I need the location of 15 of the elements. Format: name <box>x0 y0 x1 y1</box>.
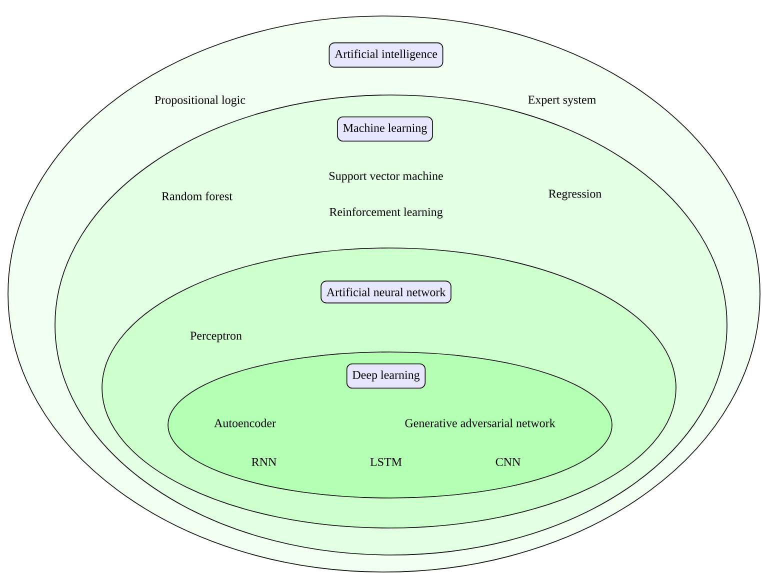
term-label: RNN <box>252 458 276 466</box>
term-label: Autoencoder <box>214 418 276 428</box>
term-label: Propositional logic <box>154 96 246 106</box>
term-label: Reinforcement learning <box>330 207 443 219</box>
term-label: Regression <box>548 190 602 200</box>
term-label: Support vector machine <box>329 172 443 182</box>
term-label: CNN <box>496 458 520 466</box>
heading-box: Machine learning <box>337 116 433 142</box>
heading-box: Artificial intelligence <box>328 42 444 68</box>
term-label: Expert system <box>528 96 596 106</box>
term-label: Random forest <box>162 192 232 200</box>
heading-box: Deep learning <box>346 363 426 389</box>
term-label: LSTM <box>370 458 402 466</box>
term-label: Generative adversarial network <box>405 418 556 428</box>
heading-box: Artificial neural network <box>320 280 452 304</box>
